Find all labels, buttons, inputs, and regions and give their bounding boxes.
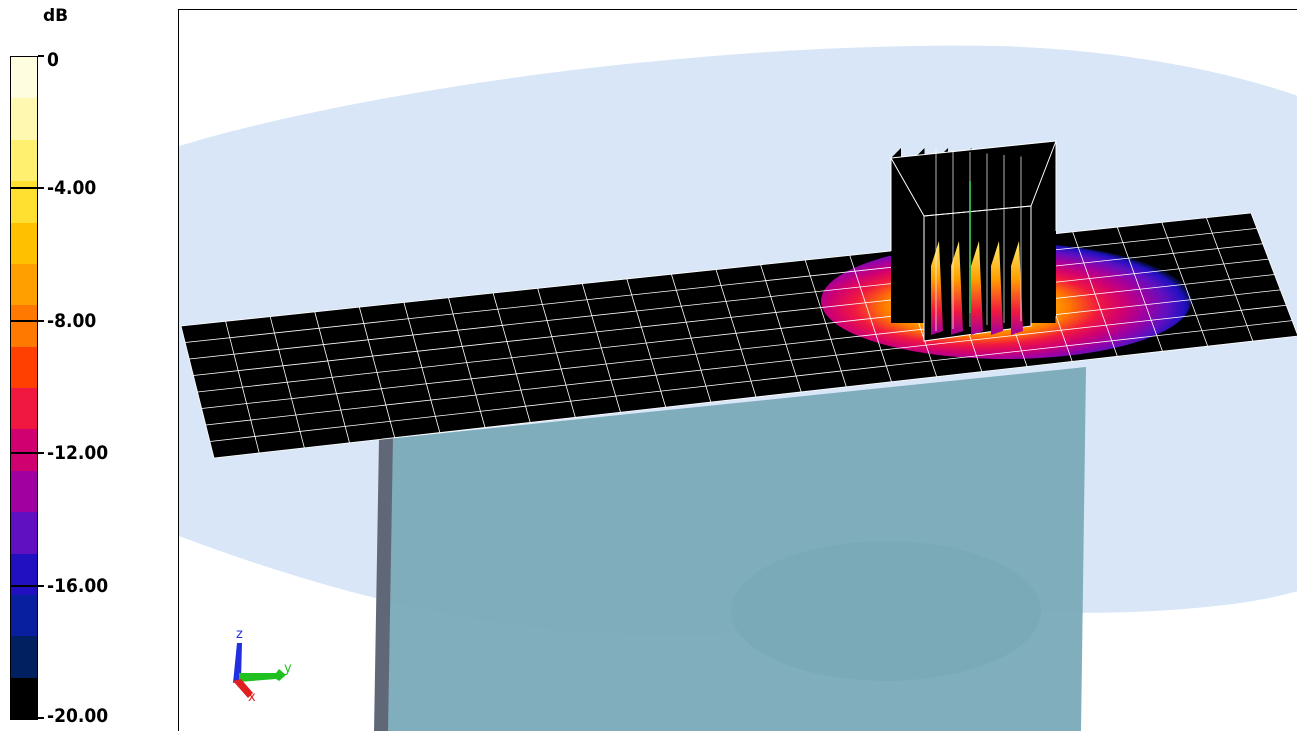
legend-tick-mark [38, 584, 44, 587]
legend-tick-mark [38, 319, 44, 322]
x-axis-arrow [233, 679, 253, 698]
legend-tick-line [10, 584, 38, 587]
legend-tick-label: -4.00 [47, 177, 97, 200]
legend-tick-label: -16.00 [47, 574, 109, 597]
colorbar-segment [11, 139, 37, 182]
grid-line [201, 289, 1281, 409]
colorbar-segment [11, 429, 37, 472]
field-plot-scene[interactable]: z y x [179, 10, 1297, 731]
colorbar-segment [11, 222, 37, 265]
heatsink-fin-field [931, 241, 943, 335]
legend-tick-mark [38, 452, 44, 455]
colorbar-segment [11, 388, 37, 430]
colorbar-segment [11, 553, 37, 596]
grid-line [180, 212, 1252, 327]
legend-tick-label: -20.00 [47, 705, 109, 727]
heatsink-fin-field [1011, 241, 1023, 335]
x-axis-label: x [248, 690, 256, 705]
heatsink-fin-back [891, 148, 915, 323]
grid-line [185, 227, 1257, 343]
colorbar-segment [11, 98, 37, 141]
support-panel [386, 367, 1086, 731]
color-legend: dB 0 -4.00 -8.00 -12.00 -16.00 -20.00 [0, 0, 178, 731]
heatsink-front-outline [923, 205, 1032, 342]
grid-line [209, 320, 1293, 442]
heatsink-fin-field [971, 241, 983, 335]
colorbar-segment [11, 636, 37, 679]
heatsink [890, 140, 1057, 342]
legend-tick-label: 0 [47, 49, 59, 71]
colorbar-segment [11, 677, 37, 720]
y-axis-label: y [284, 661, 292, 676]
colorbar-segment [11, 512, 37, 554]
support-post [374, 437, 393, 731]
heatsink-fin-field [951, 241, 963, 335]
legend-tick-label: -8.00 [47, 309, 97, 332]
colorbar [10, 56, 38, 720]
grid-line [205, 304, 1287, 426]
heatsink-fin-back [1032, 148, 1056, 323]
colorbar-segment [11, 305, 37, 348]
legend-tick-line [10, 187, 38, 190]
plane-grid [180, 212, 1297, 459]
colorbar-segment [11, 263, 37, 306]
legend-tick-mark [38, 717, 44, 719]
colorbar-segment [11, 470, 37, 513]
legend-tick-line [10, 319, 38, 322]
legend-unit-label: dB [43, 6, 69, 26]
legend-tick-mark [38, 55, 44, 57]
colorbar-segment [11, 57, 37, 99]
colorbar-segment [11, 346, 37, 389]
heatsink-fin-field [991, 241, 1003, 335]
legend-tick-label: -12.00 [47, 442, 109, 465]
3d-viewport[interactable]: z y x [178, 9, 1297, 731]
z-axis-label: z [236, 627, 243, 642]
axis-triad: z y x [233, 627, 292, 705]
colorbar-segment [11, 594, 37, 637]
grid-line [213, 335, 1297, 459]
grid-line [189, 243, 1263, 360]
legend-tick-line [10, 452, 38, 455]
legend-tick-mark [38, 187, 44, 190]
y-axis-arrow [239, 669, 286, 682]
grid-line [197, 274, 1275, 393]
grid-line [193, 258, 1269, 376]
